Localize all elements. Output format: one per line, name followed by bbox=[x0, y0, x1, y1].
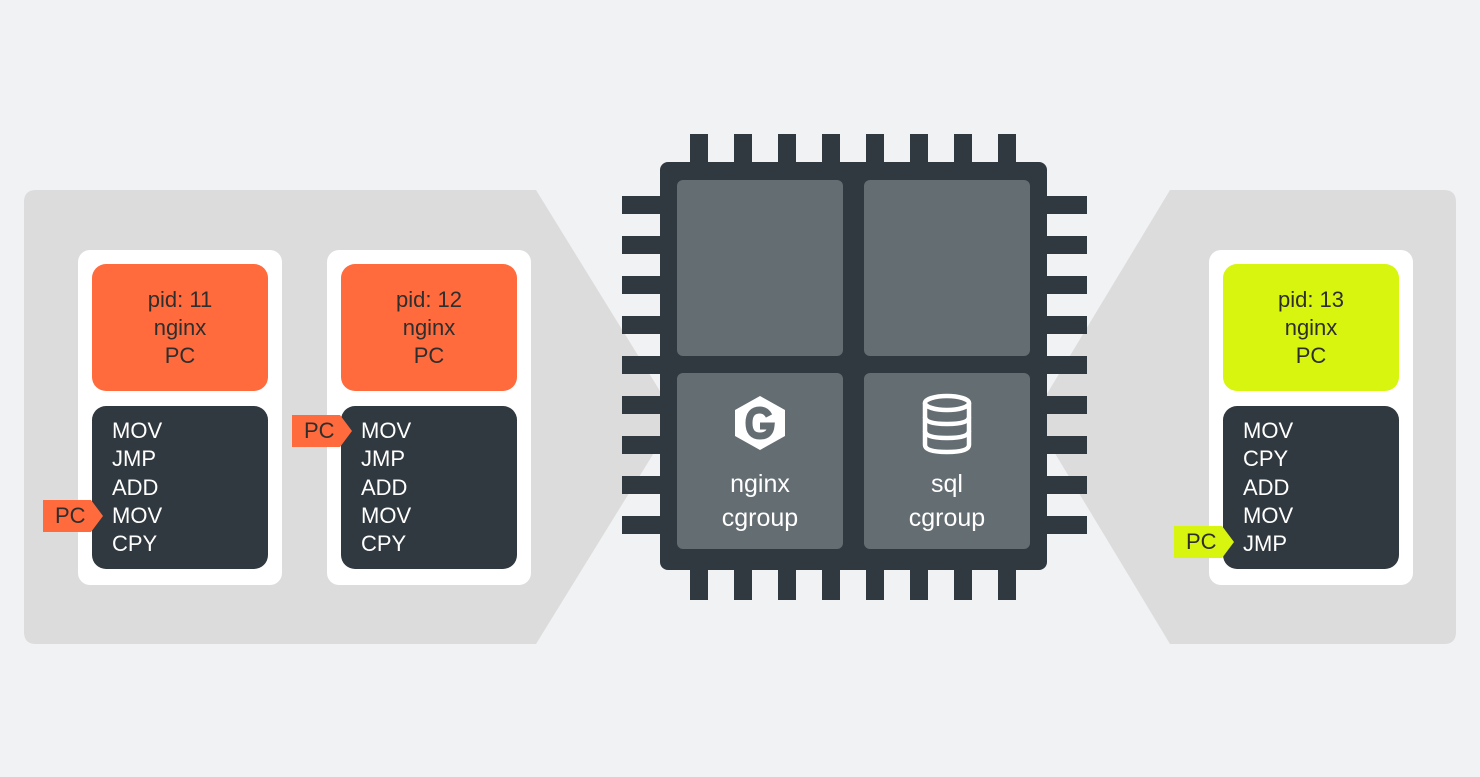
process-card-pid-12: pid: 12 nginx PC MOV JMP ADD MOV CPY bbox=[327, 250, 531, 585]
database-icon bbox=[922, 393, 972, 455]
process-pid: pid: 13 bbox=[1277, 286, 1345, 312]
instruction-list: MOV JMP ADD MOV CPY bbox=[92, 406, 268, 569]
program-counter-marker: PC bbox=[292, 415, 352, 447]
instruction: ADD bbox=[112, 474, 159, 500]
chip-pin bbox=[954, 134, 972, 166]
instruction: CPY bbox=[1243, 446, 1289, 472]
chip-pin bbox=[954, 566, 972, 600]
chip-pin bbox=[822, 134, 840, 166]
instruction: MOV bbox=[112, 502, 163, 528]
chip-pin bbox=[622, 356, 664, 374]
chip-pin bbox=[1043, 476, 1087, 494]
process-card-pid-13: pid: 13 nginx PC MOV CPY ADD MOV JMP bbox=[1209, 250, 1413, 585]
core-label-line2: cgroup bbox=[721, 504, 799, 532]
chip-pin bbox=[622, 196, 664, 214]
chip-pin bbox=[734, 134, 752, 166]
cpu-core-2 bbox=[864, 180, 1030, 356]
chip-pin bbox=[910, 566, 928, 600]
chip-pin bbox=[622, 316, 664, 334]
chip-pin bbox=[1043, 356, 1087, 374]
process-card-pid-11: pid: 11 nginx PC MOV JMP ADD MOV CPY bbox=[78, 250, 282, 585]
core-label-line1: sql bbox=[931, 470, 963, 498]
instruction: ADD bbox=[361, 474, 408, 500]
chip-pin bbox=[822, 566, 840, 600]
chip-pin bbox=[622, 516, 664, 534]
process-pc-label: PC bbox=[164, 342, 196, 368]
chip-pin bbox=[910, 134, 928, 166]
chip-pin bbox=[1043, 396, 1087, 414]
chip-pin bbox=[622, 276, 664, 294]
chip-pin bbox=[1043, 236, 1087, 254]
process-header: pid: 11 nginx PC bbox=[92, 264, 268, 391]
core-label-line1: nginx bbox=[730, 470, 790, 498]
process-name: nginx bbox=[402, 314, 456, 340]
instruction-list: MOV JMP ADD MOV CPY bbox=[341, 406, 517, 569]
cpu-chip bbox=[622, 134, 1087, 600]
instruction: MOV bbox=[112, 418, 163, 443]
chip-pin bbox=[622, 476, 664, 494]
nginx-logo-icon bbox=[735, 396, 785, 450]
chip-pin bbox=[778, 566, 796, 600]
chip-pin bbox=[1043, 316, 1087, 334]
chip-pin bbox=[690, 134, 708, 166]
program-counter-marker: PC bbox=[43, 500, 103, 532]
process-header: pid: 13 nginx PC bbox=[1223, 264, 1399, 391]
instruction: MOV bbox=[1243, 502, 1294, 528]
instruction: MOV bbox=[361, 502, 412, 528]
chip-pin bbox=[1043, 516, 1087, 534]
chip-pin bbox=[1043, 276, 1087, 294]
process-pc-label: PC bbox=[413, 342, 445, 368]
instruction: JMP bbox=[112, 446, 156, 472]
process-name: nginx bbox=[153, 314, 207, 340]
cpu-core-nginx: nginx cgroup bbox=[677, 373, 843, 549]
instruction: MOV bbox=[1243, 418, 1294, 443]
chip-pin bbox=[998, 134, 1016, 166]
chip-pin bbox=[734, 566, 752, 600]
instruction: CPY bbox=[112, 531, 158, 557]
instruction: ADD bbox=[1243, 474, 1290, 500]
chip-pin bbox=[866, 134, 884, 166]
chip-pin bbox=[1043, 196, 1087, 214]
chip-pin bbox=[998, 566, 1016, 600]
instruction-list: MOV CPY ADD MOV JMP bbox=[1223, 406, 1399, 569]
chip-pin bbox=[622, 236, 664, 254]
chip-pin bbox=[690, 566, 708, 600]
process-header: pid: 12 nginx PC bbox=[341, 264, 517, 391]
program-counter-marker: PC bbox=[1174, 526, 1234, 558]
process-name: nginx bbox=[1284, 314, 1338, 340]
chip-pin bbox=[622, 436, 664, 454]
instruction: MOV bbox=[361, 418, 412, 443]
cpu-core-1 bbox=[677, 180, 843, 356]
process-pid: pid: 11 bbox=[147, 286, 213, 312]
process-pid: pid: 12 bbox=[395, 286, 463, 312]
instruction: JMP bbox=[1243, 531, 1287, 557]
chip-pin bbox=[1043, 436, 1087, 454]
instruction: JMP bbox=[361, 446, 405, 472]
chip-pin bbox=[622, 396, 664, 414]
core-label-line2: cgroup bbox=[908, 504, 986, 532]
process-pc-label: PC bbox=[1295, 342, 1327, 368]
instruction: CPY bbox=[361, 531, 407, 557]
cpu-core-sql: sql cgroup bbox=[864, 373, 1030, 549]
chip-pin bbox=[866, 566, 884, 600]
chip-pin bbox=[778, 134, 796, 166]
